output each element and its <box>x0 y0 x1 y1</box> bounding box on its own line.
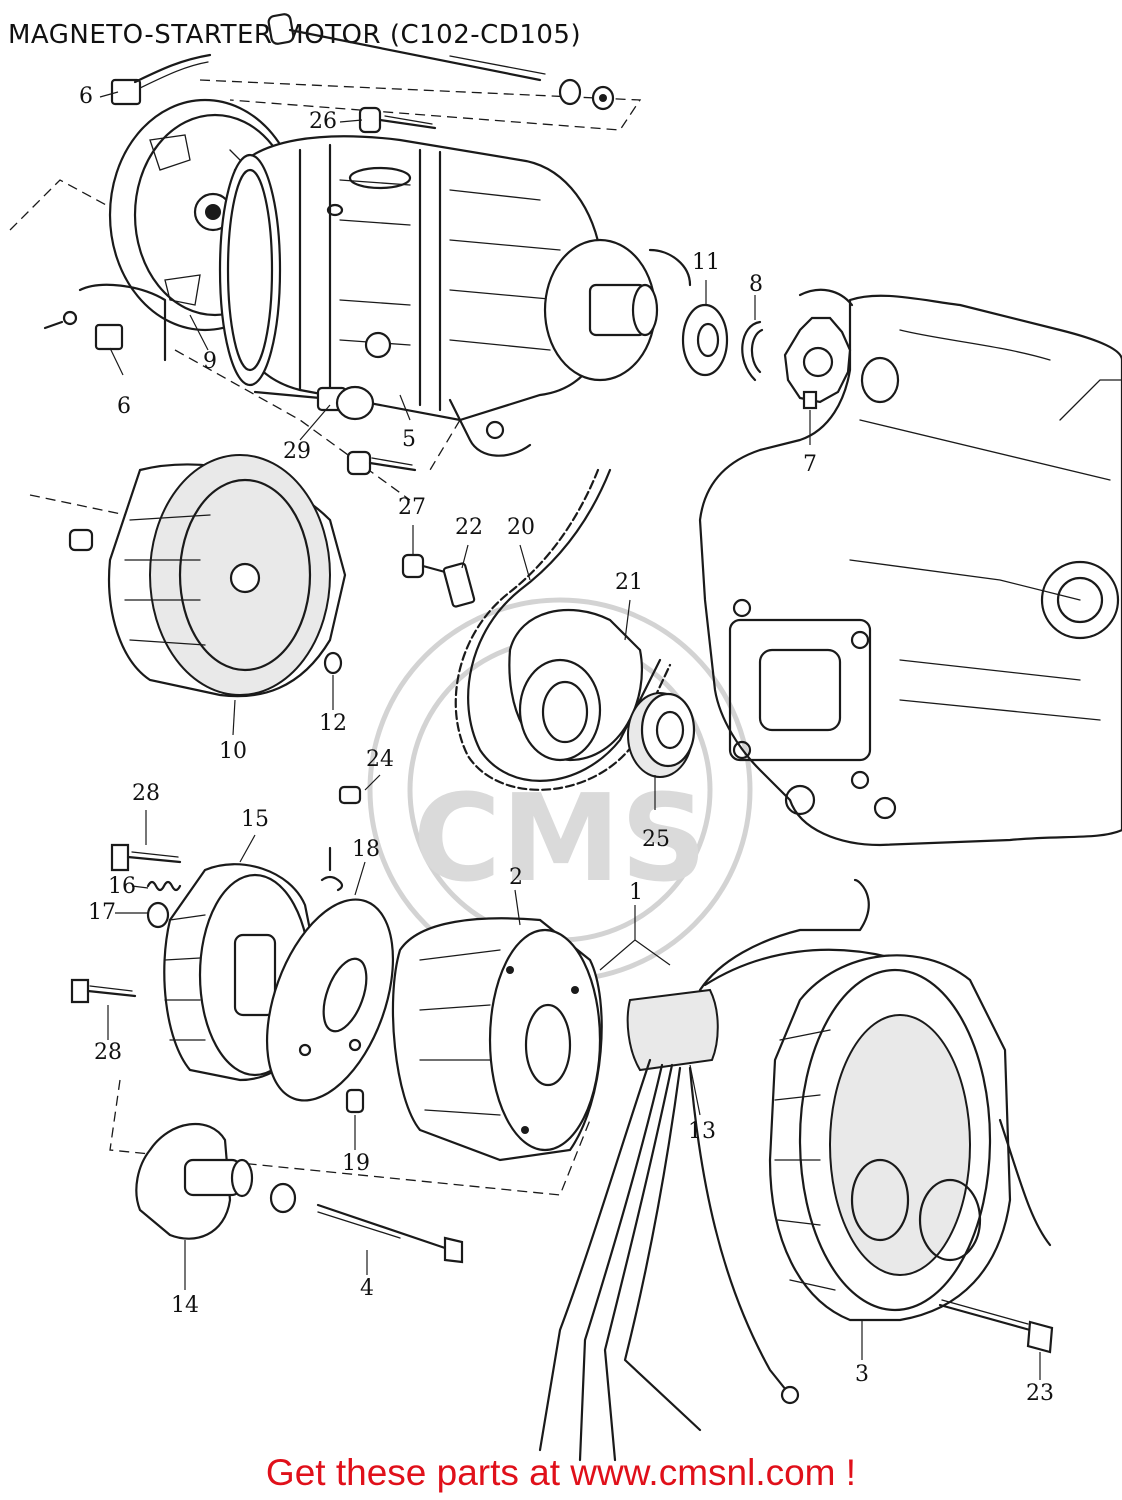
callout-28-top: 28 <box>132 781 160 806</box>
callout-11: 11 <box>692 250 720 275</box>
callout-4: 4 <box>360 1276 374 1301</box>
callout-9: 9 <box>203 349 217 374</box>
screw-28-upper <box>110 843 182 872</box>
callout-2: 2 <box>509 865 523 890</box>
callout-10: 10 <box>219 739 247 764</box>
terminal-29 <box>253 385 375 421</box>
motor-mount-bolt <box>346 450 417 476</box>
callout-24: 24 <box>366 747 394 772</box>
brush-6-top <box>110 53 212 106</box>
flywheel-rotor-10 <box>68 454 347 698</box>
callout-3: 3 <box>855 1362 869 1387</box>
callout-19: 19 <box>342 1151 370 1176</box>
callout-21: 21 <box>615 570 643 595</box>
callout-14: 14 <box>171 1293 199 1318</box>
rotor-base-14 <box>135 1122 297 1240</box>
stator-3 <box>768 954 1052 1322</box>
callout-22: 22 <box>455 515 483 540</box>
cam-sprocket-21 <box>508 608 643 762</box>
oil-seal-25 <box>627 692 696 778</box>
through-bolt-top <box>267 13 615 111</box>
brush-holder-parts <box>43 283 167 362</box>
watermark-text: CMS <box>413 770 707 909</box>
callout-18: 18 <box>352 837 380 862</box>
callout-25: 25 <box>642 827 670 852</box>
pin-24 <box>338 785 362 805</box>
callout-16: 16 <box>108 874 136 899</box>
callout-1: 1 <box>629 880 643 905</box>
callout-5: 5 <box>402 427 416 452</box>
cam-chain-20 <box>454 468 672 791</box>
bolt-26 <box>358 106 437 134</box>
pin-19 <box>345 1088 365 1114</box>
callout-28-bottom: 28 <box>94 1040 122 1065</box>
wire-harness <box>538 878 902 1462</box>
callout-27: 27 <box>398 495 426 520</box>
screw-28-lower <box>70 978 137 1004</box>
side-plate-18 <box>265 898 395 1102</box>
callout-29: 29 <box>283 439 311 464</box>
callout-17: 17 <box>88 900 116 925</box>
starter-sprocket-7 <box>783 288 900 410</box>
spring-16 <box>146 880 182 892</box>
circlip-8 <box>741 320 764 382</box>
washer-11 <box>681 303 729 377</box>
bolt-27 <box>401 553 447 579</box>
callout-6-bottom: 6 <box>117 394 131 419</box>
ball-17 <box>146 901 170 929</box>
callout-13: 13 <box>688 1119 716 1144</box>
callout-23: 23 <box>1026 1381 1054 1406</box>
starter-motor-body-5 <box>218 135 692 457</box>
footer-link-text[interactable]: Get these parts at www.cmsnl.com ! <box>265 1452 857 1493</box>
callout-26: 26 <box>309 109 337 134</box>
rotor-2 <box>391 917 603 1162</box>
callout-12: 12 <box>319 711 347 736</box>
callout-20: 20 <box>507 515 535 540</box>
callout-8: 8 <box>749 272 763 297</box>
grommet-13 <box>626 988 719 1072</box>
callout-leader-lines <box>99 91 1041 1380</box>
callout-6-top: 6 <box>79 84 93 109</box>
callout-7: 7 <box>803 452 817 477</box>
bolt-4 <box>316 1203 464 1264</box>
plate-22 <box>442 562 476 608</box>
callout-15: 15 <box>241 807 269 832</box>
screw-23 <box>938 1299 1054 1354</box>
crankcase-outline <box>698 294 1122 847</box>
